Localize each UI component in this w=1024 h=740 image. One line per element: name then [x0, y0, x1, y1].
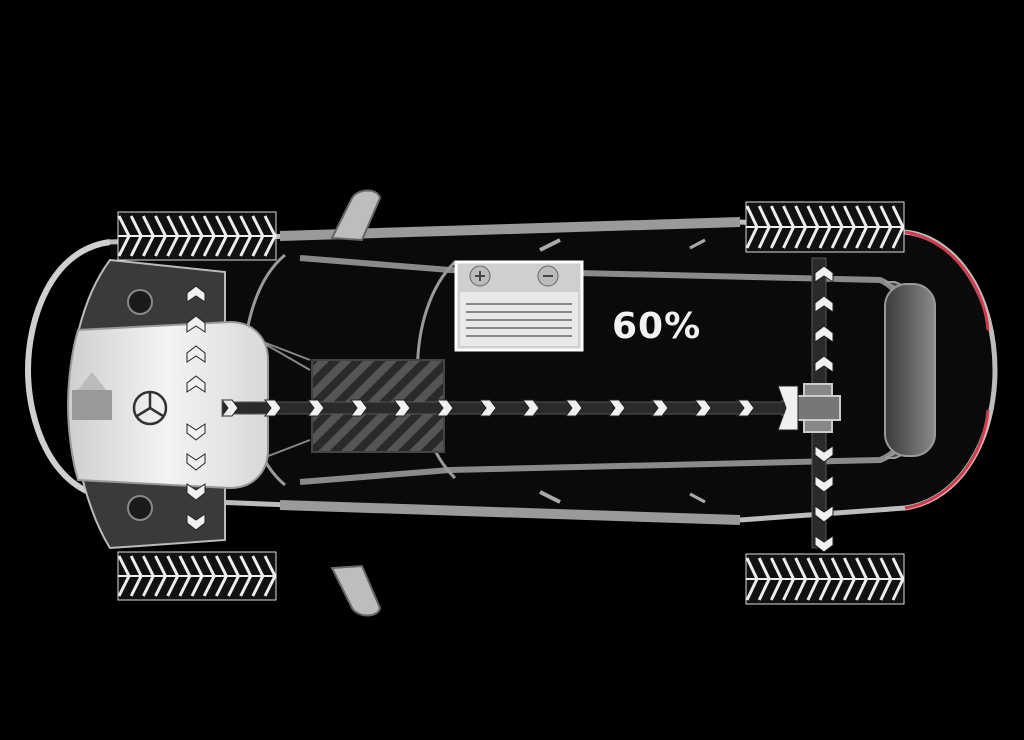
- tail-light-bottom: [904, 409, 990, 510]
- tail-light-top: [904, 230, 990, 331]
- mirror-bottom: [330, 564, 382, 617]
- rear-right-tyre: [745, 553, 905, 605]
- rear-axle-torque-percentage: 60%: [612, 306, 702, 347]
- rear-differential: [777, 383, 841, 433]
- front-right-tyre: [117, 551, 277, 601]
- mirror-top: [330, 189, 382, 242]
- tyres: [117, 201, 905, 605]
- engine: [66, 320, 269, 490]
- front-left-tyre: [117, 211, 277, 261]
- mercedes-star-icon: [132, 390, 168, 426]
- battery-icon: [454, 260, 584, 352]
- rear-left-tyre: [745, 201, 905, 253]
